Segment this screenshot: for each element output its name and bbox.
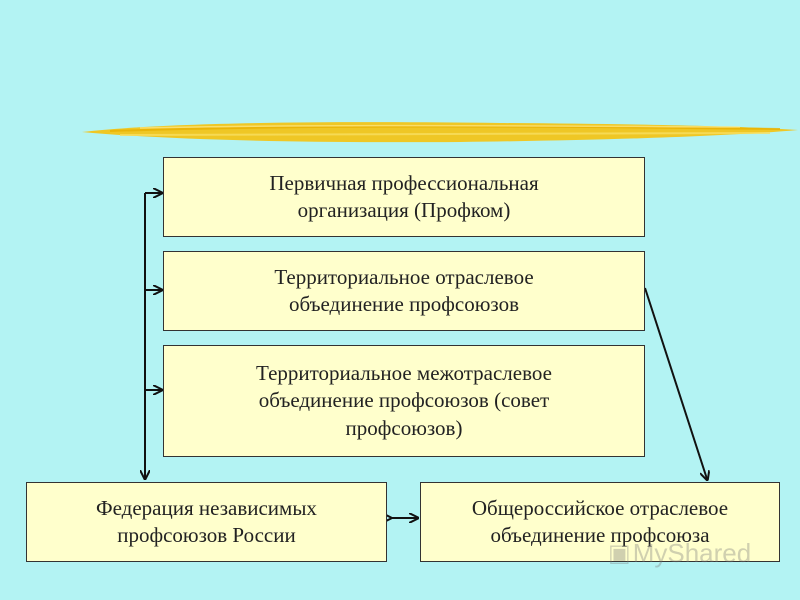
- watermark-icon: ▣: [608, 540, 631, 567]
- diagonal-arrow: [644, 287, 707, 479]
- box-federation-russia: Федерация независимых профсоюзов России: [26, 482, 387, 562]
- watermark-text: MyShared: [632, 538, 752, 568]
- box-territorial-intersectoral-union: Территориальное межотраслевое объединени…: [163, 345, 645, 457]
- box-territorial-sectoral-union: Территориальное отраслевое объединение п…: [163, 251, 645, 331]
- watermark: ▣ MyShared: [608, 538, 751, 569]
- brush-stroke-decoration: [82, 122, 798, 143]
- box-all-russian-sectoral-union: Общероссийское отраслевое объединение пр…: [420, 482, 780, 562]
- box-primary-organization: Первичная профессиональная организация (…: [163, 157, 645, 237]
